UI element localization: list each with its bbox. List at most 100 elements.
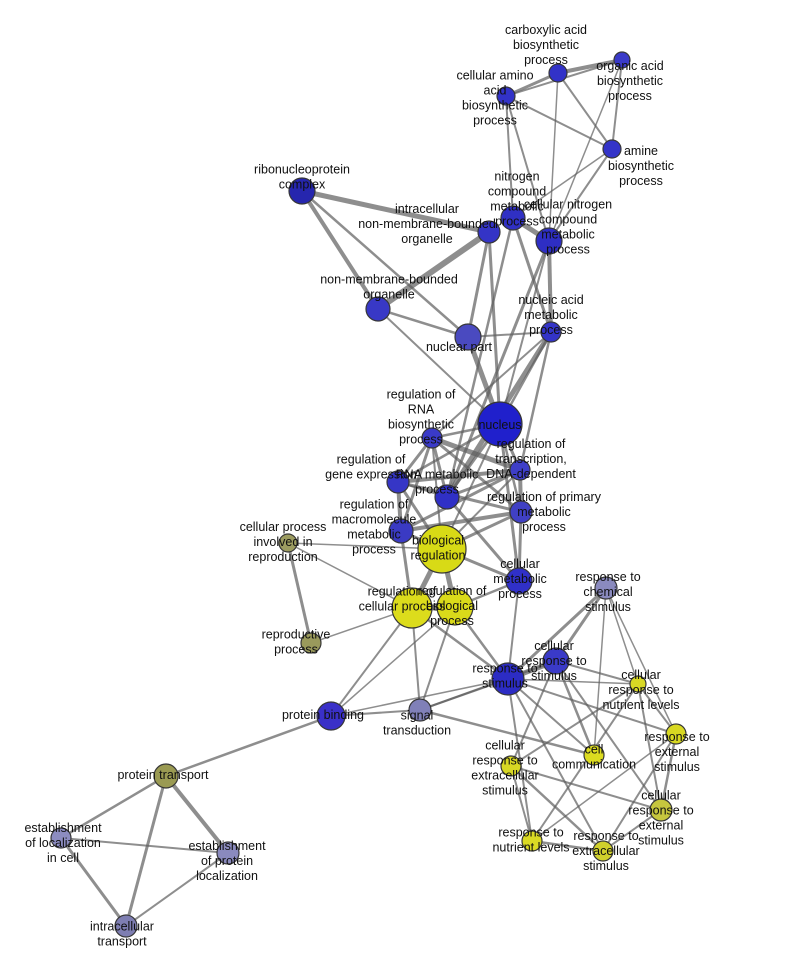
edge-carboxylic-acid-biosynthetic-process--cellular-nitrogen-compound-metabolic-process[interactable]	[548, 72, 559, 242]
edge-amine-biosynthetic-process--cellular-nitrogen-compound-metabolic-process[interactable]	[548, 148, 613, 242]
edge-ribonucleoprotein-complex--non-membrane-bounded-organelle[interactable]	[300, 189, 380, 311]
edge-non-membrane-bounded-organelle--nuclear-part[interactable]	[376, 307, 470, 339]
node-response-to-extracellular-stimulus[interactable]	[592, 840, 614, 862]
node-organic-acid-biosynthetic-process[interactable]	[613, 51, 631, 69]
edge-response-to-stimulus--response-to-extracellular-stimulus[interactable]	[507, 678, 604, 852]
edge-intracellular-non-membrane-bounded-organelle--non-membrane-bounded-organelle[interactable]	[375, 229, 492, 312]
node-cellular-response-to-external-stimulus[interactable]	[649, 798, 673, 822]
edge-ribonucleoprotein-complex--intracellular-non-membrane-bounded-organelle[interactable]	[299, 188, 492, 235]
node-regulation-of-transcription-dna-dependent[interactable]	[509, 459, 531, 481]
node-intracellular-non-membrane-bounded-organelle[interactable]	[477, 220, 501, 244]
node-cellular-process-involved-in-reproduction[interactable]	[278, 533, 298, 553]
edge-nucleic-acid-metabolic-process--nuclear-part[interactable]	[467, 331, 552, 338]
edge-protein-transport--establishment-of-protein-localization[interactable]	[164, 774, 230, 855]
edge-intracellular-non-membrane-bounded-organelle--nuclear-part[interactable]	[466, 230, 491, 339]
edge-cellular-response-to-stimulus--signal-transduction[interactable]	[419, 660, 557, 711]
node-carboxylic-acid-biosynthetic-process[interactable]	[548, 63, 568, 83]
node-biological-regulation[interactable]	[417, 524, 467, 574]
node-response-to-chemical-stimulus[interactable]	[594, 576, 618, 600]
node-protein-transport[interactable]	[153, 763, 179, 789]
edge-response-to-external-stimulus--response-to-extracellular-stimulus[interactable]	[602, 733, 677, 852]
node-cellular-response-to-stimulus[interactable]	[542, 647, 570, 675]
edge-carboxylic-acid-biosynthetic-process--amine-biosynthetic-process[interactable]	[557, 72, 613, 150]
edge-rna-metabolic-process--cellular-metabolic-process[interactable]	[445, 495, 521, 583]
node-cell-communication[interactable]	[583, 744, 605, 766]
edge-protein-binding--protein-transport[interactable]	[164, 714, 333, 778]
node-cellular-response-to-extracellular-stimulus[interactable]	[500, 755, 522, 777]
edge-establishment-of-protein-localization--intracellular-transport[interactable]	[125, 852, 229, 927]
edge-cell-communication--signal-transduction[interactable]	[418, 708, 596, 757]
node-regulation-of-cellular-process[interactable]	[391, 587, 433, 629]
node-regulation-of-primary-metabolic-process[interactable]	[509, 500, 533, 524]
edge-cellular-response-to-stimulus--cell-communication[interactable]	[554, 659, 596, 757]
node-establishment-of-protein-localization[interactable]	[216, 841, 240, 865]
edge-amine-biosynthetic-process--nitrogen-compound-metabolic-process[interactable]	[512, 148, 613, 219]
edge-protein-binding--signal-transduction[interactable]	[330, 709, 421, 717]
node-nuclear-part[interactable]	[454, 323, 482, 351]
edge-carboxylic-acid-biosynthetic-process--organic-acid-biosynthetic-process[interactable]	[556, 58, 624, 75]
node-cellular-metabolic-process[interactable]	[505, 567, 533, 595]
edge-cellular-amino-acid-biosynthetic-process--nitrogen-compound-metabolic-process[interactable]	[505, 95, 514, 219]
edge-cellular-process-involved-in-reproduction--regulation-of-cellular-process[interactable]	[287, 542, 413, 609]
edge-cellular-response-to-nutrient-levels--cellular-response-to-external-stimulus[interactable]	[637, 683, 662, 811]
edge-intracellular-non-membrane-bounded-organelle--nucleus[interactable]	[487, 230, 502, 426]
node-response-to-stimulus[interactable]	[491, 662, 525, 696]
edge-establishment-of-localization-in-cell--establishment-of-protein-localization[interactable]	[60, 837, 229, 854]
edge-response-to-stimulus--response-to-external-stimulus[interactable]	[507, 678, 677, 735]
edge-response-to-stimulus--cell-communication[interactable]	[507, 678, 595, 756]
node-cellular-nitrogen-compound-metabolic-process[interactable]	[535, 227, 563, 255]
node-signal-transduction[interactable]	[408, 698, 432, 722]
edge-non-membrane-bounded-organelle--nucleus[interactable]	[377, 308, 501, 425]
node-cellular-response-to-nutrient-levels[interactable]	[629, 675, 647, 693]
node-intracellular-transport[interactable]	[114, 914, 138, 938]
edge-cellular-response-to-stimulus--cellular-response-to-extracellular-stimulus[interactable]	[510, 660, 557, 767]
edge-nucleic-acid-metabolic-process--regulation-of-rna-biosynthetic-process[interactable]	[431, 331, 552, 439]
node-amine-biosynthetic-process[interactable]	[602, 139, 622, 159]
edge-cellular-process-involved-in-reproduction--reproductive-process[interactable]	[286, 541, 313, 645]
edge-response-to-extracellular-stimulus--cellular-response-to-external-stimulus[interactable]	[602, 809, 662, 852]
edge-protein-transport--establishment-of-localization-in-cell[interactable]	[59, 774, 168, 840]
edge-cellular-nitrogen-compound-metabolic-process--nucleus[interactable]	[499, 240, 550, 425]
edge-protein-binding--regulation-of-biological-process[interactable]	[330, 606, 456, 717]
edge-nucleic-acid-metabolic-process--regulation-of-transcription-dna-dependent[interactable]	[518, 330, 553, 472]
edge-cellular-response-to-extracellular-stimulus--response-to-nutrient-levels[interactable]	[510, 765, 533, 842]
edge-organic-acid-biosynthetic-process--amine-biosynthetic-process[interactable]	[611, 59, 623, 150]
node-establishment-of-localization-in-cell[interactable]	[50, 827, 72, 849]
edge-response-to-extracellular-stimulus--response-to-nutrient-levels[interactable]	[530, 839, 605, 853]
edge-cellular-response-to-stimulus--cellular-response-to-nutrient-levels[interactable]	[555, 660, 639, 685]
node-non-membrane-bounded-organelle[interactable]	[365, 296, 391, 322]
node-regulation-of-rna-biosynthetic-process[interactable]	[421, 427, 443, 449]
edge-response-to-extracellular-stimulus--cellular-response-to-extracellular-stimulus[interactable]	[509, 764, 605, 853]
edge-nitrogen-compound-metabolic-process--nucleic-acid-metabolic-process[interactable]	[511, 216, 553, 334]
node-regulation-of-biological-process[interactable]	[436, 588, 474, 626]
node-response-to-external-stimulus[interactable]	[665, 723, 687, 745]
edge-cellular-response-to-stimulus--response-to-chemical-stimulus[interactable]	[554, 586, 608, 663]
edge-regulation-of-transcription-dna-dependent--regulation-of-gene-expression[interactable]	[396, 468, 522, 484]
edge-ribonucleoprotein-complex--nuclear-part[interactable]	[300, 189, 470, 339]
edge-cellular-process-involved-in-reproduction--biological-regulation[interactable]	[287, 542, 443, 550]
edge-organic-acid-biosynthetic-process--cellular-nitrogen-compound-metabolic-process[interactable]	[548, 59, 623, 242]
node-response-to-nutrient-levels[interactable]	[521, 830, 543, 852]
edge-cellular-response-to-nutrient-levels--cellular-response-to-extracellular-stimulus[interactable]	[510, 683, 639, 767]
edge-response-to-stimulus--response-to-chemical-stimulus[interactable]	[506, 586, 608, 681]
node-nitrogen-compound-metabolic-process[interactable]	[500, 205, 526, 231]
node-regulation-of-macromolecule-metabolic-process[interactable]	[388, 518, 414, 544]
edge-regulation-of-rna-biosynthetic-process--regulation-of-macromolecule-metabolic-process[interactable]	[399, 436, 434, 533]
edge-protein-binding--regulation-of-cellular-process[interactable]	[330, 607, 413, 717]
edge-response-to-nutrient-levels--response-to-external-stimulus[interactable]	[531, 733, 677, 842]
edge-protein-transport--intracellular-transport[interactable]	[124, 774, 168, 928]
edge-establishment-of-localization-in-cell--intracellular-transport[interactable]	[59, 836, 128, 928]
node-regulation-of-gene-expression[interactable]	[386, 470, 410, 494]
edge-regulation-of-macromolecule-metabolic-process--regulation-of-primary-metabolic-process[interactable]	[399, 510, 523, 533]
node-ribonucleoprotein-complex[interactable]	[288, 177, 316, 205]
node-rna-metabolic-process[interactable]	[434, 484, 460, 510]
edge-cellular-amino-acid-biosynthetic-process--cellular-nitrogen-compound-metabolic-process[interactable]	[505, 95, 550, 242]
edge-regulation-of-rna-biosynthetic-process--regulation-of-transcription-dna-dependent[interactable]	[429, 435, 523, 473]
node-protein-binding[interactable]	[316, 701, 346, 731]
edge-nitrogen-compound-metabolic-process--rna-metabolic-process[interactable]	[445, 216, 515, 499]
edge-response-to-chemical-stimulus--response-to-external-stimulus[interactable]	[605, 587, 677, 735]
node-cellular-amino-acid-biosynthetic-process[interactable]	[496, 86, 516, 106]
edge-response-to-chemical-stimulus--cell-communication[interactable]	[593, 587, 607, 756]
edge-response-to-stimulus--cellular-response-to-nutrient-levels[interactable]	[507, 678, 639, 685]
node-reproductive-process[interactable]	[300, 632, 322, 654]
